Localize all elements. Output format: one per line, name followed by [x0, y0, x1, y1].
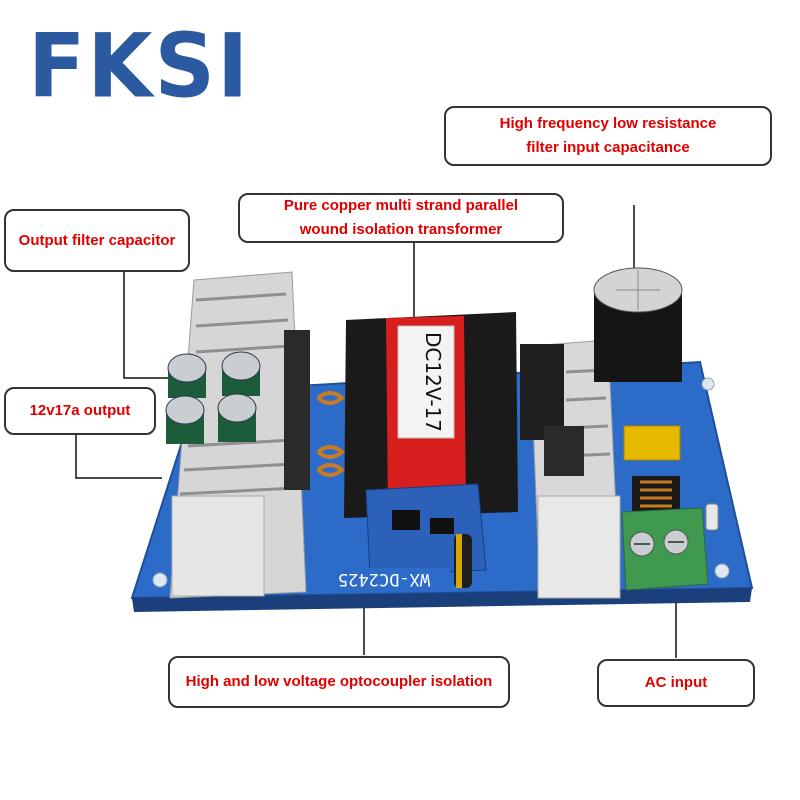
callout-optocoupler-isolation: High and low voltage optocoupler isolati… — [168, 656, 510, 708]
brand-logo: FKSI — [28, 14, 251, 118]
capacitor — [165, 395, 205, 444]
transformer: DC12V-17 — [316, 312, 518, 518]
mounting-hole — [152, 572, 168, 588]
leader-line-output — [75, 435, 162, 479]
ac-input-terminal — [621, 507, 709, 591]
callout-isolation-transformer: Pure copper multi strand parallel wound … — [238, 193, 564, 243]
callout-output: 12v17a output — [4, 387, 156, 435]
callout-output-filter-capacitor: Output filter capacitor — [4, 209, 190, 272]
right-heatsink — [520, 339, 621, 599]
output-capacitors — [165, 351, 261, 444]
input-capacitor — [593, 267, 683, 382]
mounting-hole — [714, 563, 730, 579]
transformer-marking: DC12V-17 — [421, 332, 445, 432]
callout-ac-input-text: AC input — [644, 674, 708, 691]
mounting-hole — [701, 377, 715, 391]
capacitor — [217, 393, 257, 442]
leader-lines — [75, 205, 677, 658]
callout-ac-input: AC input — [597, 659, 755, 707]
callout-optocoupler-isolation-text: High and low voltage optocoupler isolati… — [185, 673, 493, 690]
optocoupler-module — [365, 483, 487, 588]
model-marking: WX-DC2425 — [338, 569, 430, 589]
fuse — [705, 503, 719, 531]
leader-line-output-filter-cap — [123, 272, 170, 379]
callout-output-filter-capacitor-text: Output filter capacitor — [18, 231, 176, 249]
callout-filter-input-capacitance-text: High frequency low resistance filter inp… — [499, 115, 717, 156]
callout-output-text: 12v17a output — [29, 402, 131, 419]
capacitor — [167, 353, 207, 398]
callout-isolation-transformer-text: Pure copper multi strand parallel wound … — [283, 197, 519, 238]
callout-filter-input-capacitance: High frequency low resistance filter inp… — [444, 106, 772, 166]
capacitor — [221, 351, 261, 396]
x-capacitor — [623, 425, 681, 461]
model-marking-bg — [318, 568, 450, 592]
